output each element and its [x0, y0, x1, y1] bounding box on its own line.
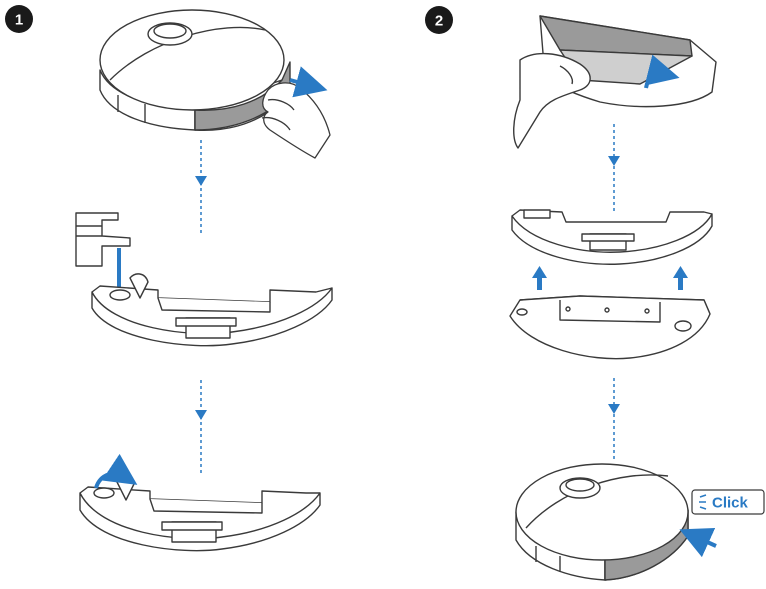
faucet	[75, 212, 131, 267]
dotted-arrow-4	[608, 378, 620, 460]
mop-plate	[509, 295, 711, 360]
water-tank-closed	[79, 475, 321, 552]
step-2-badge: 2	[425, 6, 453, 34]
water-tank-open	[91, 273, 333, 347]
push-arrow	[679, 528, 717, 558]
close-lid-arrow	[94, 453, 138, 489]
hand-pulling-tank	[261, 82, 331, 159]
dotted-arrow-3	[608, 124, 620, 214]
robot-assembled	[515, 463, 689, 581]
step-2-number: 2	[435, 13, 443, 30]
mop-pad-with-hand	[513, 15, 717, 149]
click-label: Click	[691, 489, 765, 515]
up-arrow-left	[532, 266, 547, 290]
click-text: Click	[712, 495, 749, 512]
water-tank-step2	[511, 209, 713, 265]
water-stream	[117, 248, 121, 294]
step-1-number: 1	[15, 12, 23, 29]
robot-top-step1	[99, 9, 291, 131]
rotate-arrow-step2	[644, 54, 680, 89]
step-1-badge: 1	[5, 5, 33, 33]
dotted-arrow-1	[195, 140, 207, 236]
pull-arrow-step1	[289, 66, 328, 98]
up-arrow-right	[673, 266, 688, 290]
dotted-arrow-2	[195, 380, 207, 474]
